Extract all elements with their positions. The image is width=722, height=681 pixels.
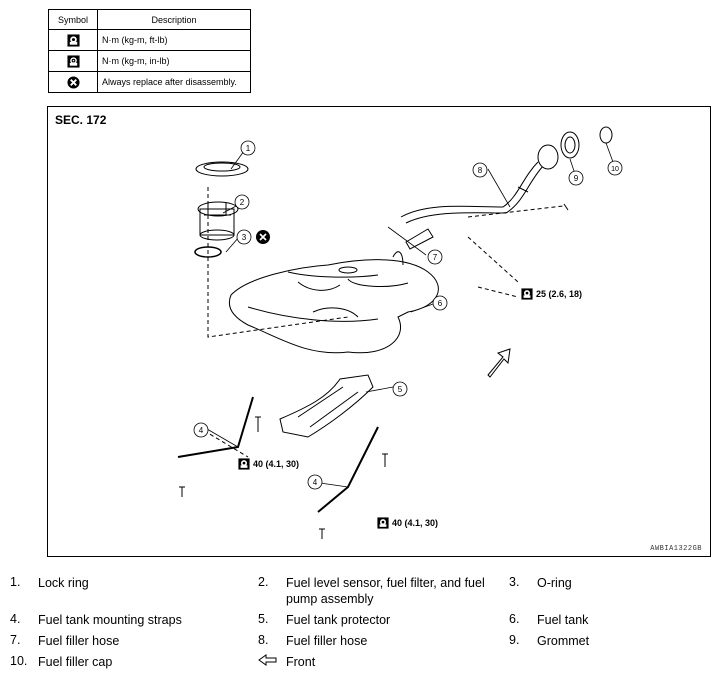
symbol-table: Symbol Description N·m (kg-m, ft-lb) N·m… [48, 9, 251, 93]
fuel-filler-cap-part [599, 126, 613, 144]
callout-4: 4 [193, 422, 209, 438]
legend-item: 7.Fuel filler hose [10, 633, 120, 648]
torque-wrench-icon [521, 288, 533, 300]
callout-6: 6 [432, 295, 448, 311]
symbol-row: N·m (kg-m, in-lb) [48, 50, 251, 72]
callout-5: 5 [392, 381, 408, 397]
callout-7: 7 [427, 249, 443, 265]
callout-2: 2 [234, 194, 250, 210]
symbol-row: Always replace after disassembly. [48, 71, 251, 93]
legend-item: 2.Fuel level sensor, fuel filter, and fu… [258, 575, 485, 606]
symbol-description: Always replace after disassembly. [97, 71, 251, 93]
bolt-part [255, 416, 261, 432]
callout-label: 5 [398, 385, 403, 394]
callout-label: 4 [313, 478, 318, 487]
fuel-filler-hose-part [405, 228, 434, 250]
assembly-line [467, 205, 564, 218]
symbol-header: Symbol [48, 9, 98, 30]
fuel-tank-mounting-strap-part [317, 426, 379, 513]
legend-item: 9.Grommet [509, 633, 590, 648]
callout-3: 3 [236, 229, 252, 245]
symbol-description: N·m (kg-m, in-lb) [97, 50, 251, 72]
callout-label: 1 [246, 144, 251, 153]
callout-label: 10 [611, 166, 619, 173]
torque-wrench-icon [377, 517, 389, 529]
torque-spec: 40 (4.1, 30) [377, 517, 438, 529]
always-replace-icon [256, 230, 270, 244]
front-arrow-icon [258, 654, 277, 666]
symbol-table-header: Symbol Description [48, 9, 251, 30]
callout-label: 2 [240, 198, 245, 207]
bolt-part [563, 203, 569, 211]
diagram-frame: SEC. 172 [47, 106, 711, 557]
legend-item: 10.Fuel filler cap [10, 654, 113, 669]
section-title: SEC. 172 [55, 113, 107, 127]
assembly-line [477, 286, 519, 298]
torque-value: 40 (4.1, 30) [392, 518, 439, 528]
fuel-tank-mounting-strap-part [177, 396, 254, 458]
callout-8: 8 [472, 162, 488, 178]
legend-item: 3.O-ring [509, 575, 572, 590]
torque-spec: 25 (2.6, 18) [521, 288, 582, 300]
fuel-pump-assembly-part [197, 201, 239, 241]
description-header: Description [97, 9, 251, 30]
callout-label: 9 [574, 174, 579, 183]
legend-item: 5.Fuel tank protector [258, 612, 391, 627]
callout-label: 6 [438, 299, 443, 308]
torque-wrench-icon [66, 33, 80, 47]
callout-10: 10 [607, 160, 623, 176]
lock-ring-part [195, 161, 249, 177]
callout-9: 9 [568, 170, 584, 186]
torque-spec: 40 (4.1, 30) [238, 458, 299, 470]
torque-value: 25 (2.6, 18) [536, 289, 583, 299]
callout-label: 7 [433, 253, 438, 262]
legend-item: Front [258, 654, 315, 670]
front-arrow-icon [487, 348, 511, 378]
fuel-tank-part [228, 251, 439, 354]
grommet-part [560, 131, 580, 159]
exploded-view-diagram: 1 2 3 4 4 5 6 7 8 9 10 [177, 126, 623, 539]
fuel-filler-hose-part [400, 144, 559, 224]
legend-item: 8.Fuel filler hose [258, 633, 368, 648]
assembly-line [467, 236, 519, 283]
callout-label: 4 [199, 426, 204, 435]
symbol-row: N·m (kg-m, ft-lb) [48, 29, 251, 51]
torque-value: 40 (4.1, 30) [253, 459, 300, 469]
bolt-part [382, 453, 388, 467]
figure-code: AWBIA1322GB [650, 545, 702, 553]
legend-item: 6.Fuel tank [509, 612, 589, 627]
bolt-part [319, 528, 325, 539]
fuel-tank-protector-part [279, 374, 374, 438]
assembly-line [207, 187, 349, 338]
callout-label: 3 [242, 233, 247, 242]
legend-item: 1.Lock ring [10, 575, 89, 590]
always-replace-icon [66, 75, 80, 89]
callout-1: 1 [240, 140, 256, 156]
bolt-part [179, 486, 185, 497]
symbol-description: N·m (kg-m, ft-lb) [97, 29, 251, 51]
callout-label: 8 [478, 166, 483, 175]
o-ring-part [194, 246, 222, 258]
torque-wrench-icon [238, 458, 250, 470]
torque-wrench-small-icon [66, 54, 80, 68]
callout-4: 4 [307, 474, 323, 490]
legend-item: 4.Fuel tank mounting straps [10, 612, 182, 627]
